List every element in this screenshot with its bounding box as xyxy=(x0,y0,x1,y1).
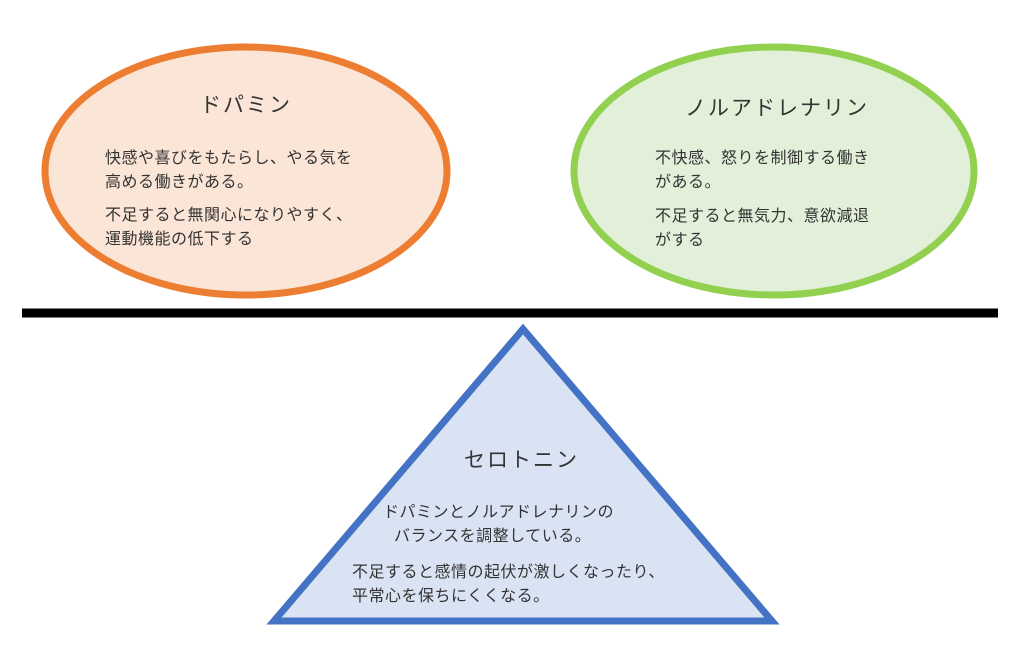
dopamine-title: ドパミン xyxy=(200,93,292,117)
dopamine-ellipse xyxy=(41,43,451,299)
noradrenaline-line-4: がする xyxy=(655,230,705,249)
dopamine-line-1: 快感や喜びをもたらし、やる気を xyxy=(105,148,353,167)
noradrenaline-line-3: 不足すると無気力、意欲減退 xyxy=(655,206,870,225)
serotonin-triangle xyxy=(266,323,780,625)
serotonin-line-1: ドパミンとノルアドレナリンの xyxy=(383,502,615,521)
serotonin-line-3: 不足すると感情の起伏が激しくなったり、 xyxy=(352,562,665,581)
noradrenaline-title: ノルアドレナリン xyxy=(685,96,869,120)
noradrenaline-line-1: 不快感、怒りを制御する働き xyxy=(655,148,870,167)
noradrenaline-line-2: がある。 xyxy=(655,172,722,191)
serotonin-title: セロトニン xyxy=(464,448,579,472)
serotonin-line-4: 平常心を保ちにくくなる。 xyxy=(352,586,550,605)
serotonin-line-2: バランスを調整している。 xyxy=(394,526,592,545)
noradrenaline-ellipse xyxy=(570,43,978,299)
dopamine-line-4: 運動機能の低下する xyxy=(105,229,254,248)
dopamine-line-3: 不足すると無関心になりやすく、 xyxy=(105,205,353,224)
dopamine-line-2: 高める働きがある。 xyxy=(105,172,254,191)
